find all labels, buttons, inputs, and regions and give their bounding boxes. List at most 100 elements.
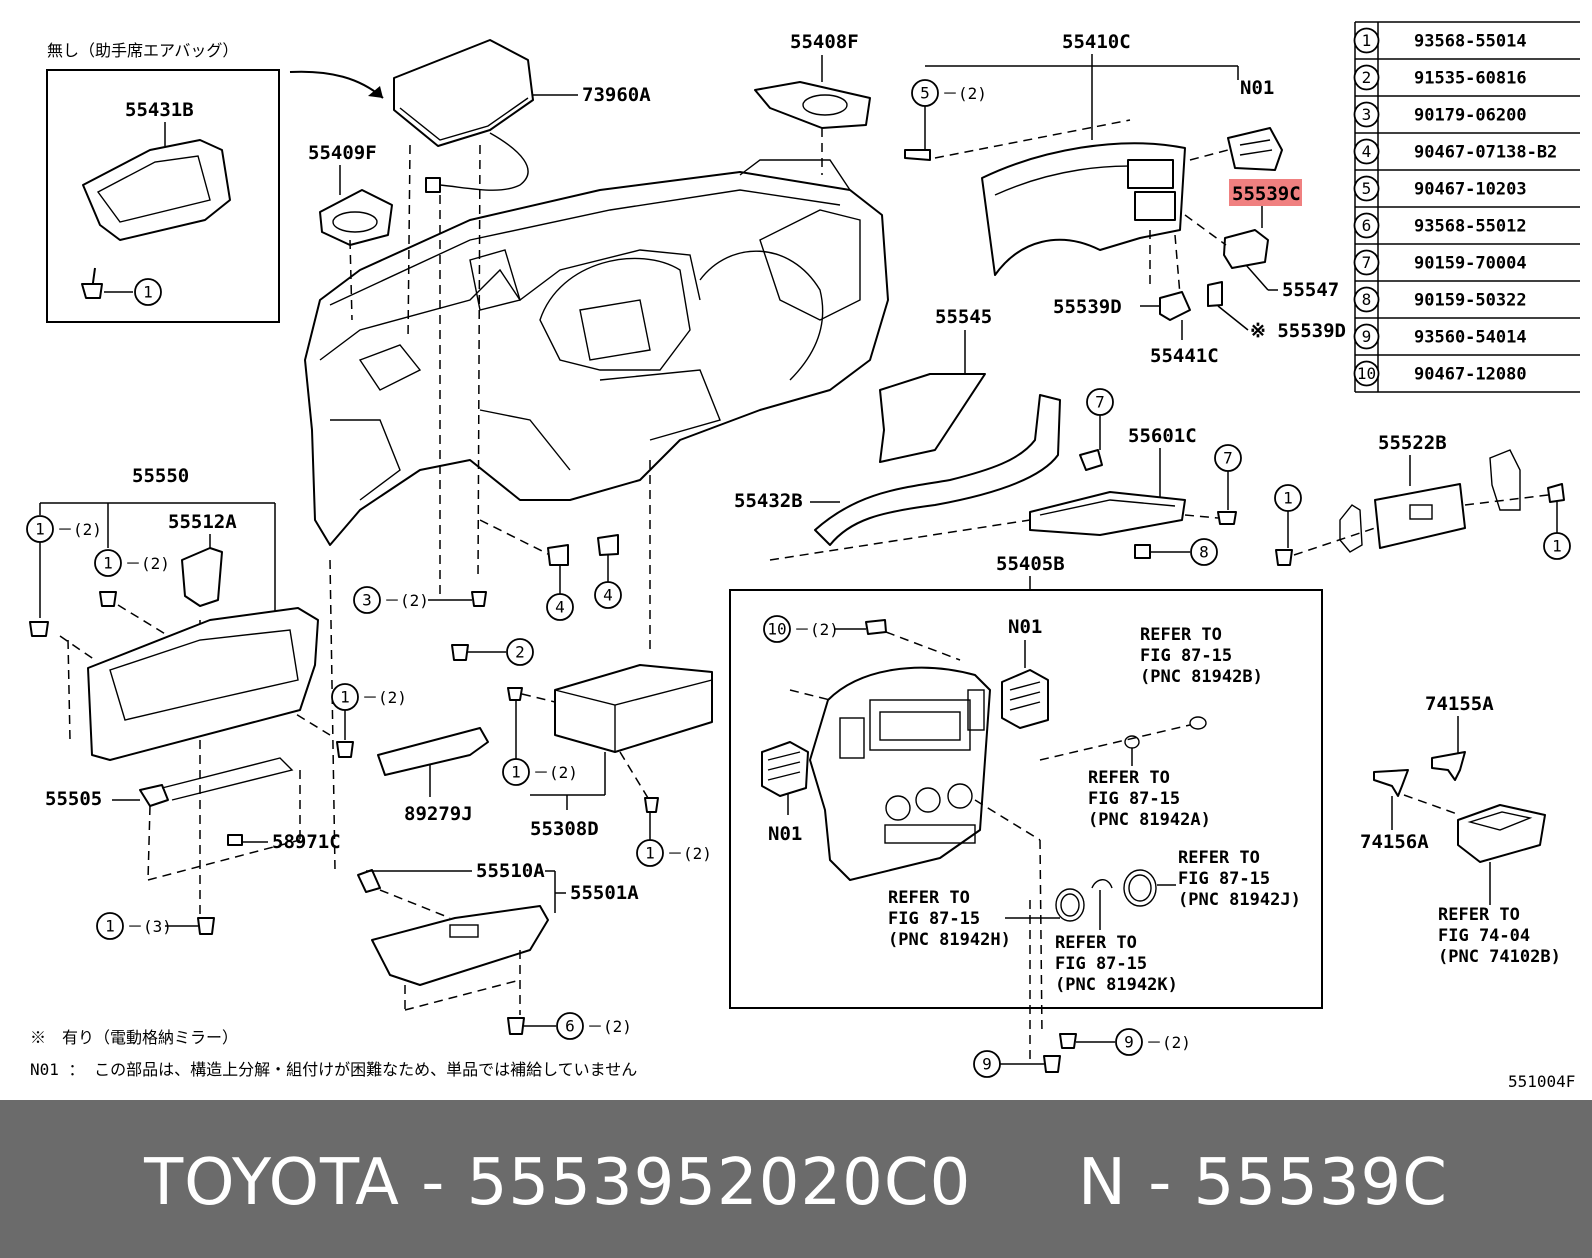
label-89279J: 89279J: [404, 803, 473, 825]
svg-text:－(2): －(2): [533, 763, 578, 782]
svg-text:－(2): －(2): [362, 688, 407, 707]
table-num: 7: [1362, 253, 1372, 272]
svg-text:7: 7: [1223, 449, 1233, 468]
table-part-number: 93568-55012: [1414, 217, 1527, 237]
parts-diagram: 無し（助手席エアバッグ） 55431B 1 73960A 55409F 5540…: [26, 21, 1580, 1091]
svg-text:4: 4: [555, 598, 565, 617]
svg-text:1: 1: [105, 917, 115, 936]
table-part-number: 93560-54014: [1414, 328, 1527, 348]
svg-text:(PNC 81942J): (PNC 81942J): [1178, 890, 1301, 910]
svg-text:5: 5: [920, 84, 930, 103]
table-num: 8: [1362, 290, 1372, 309]
refer-81942J: REFER TO FIG 87-15 (PNC 81942J): [1178, 848, 1301, 910]
glovebox-door-shape: [87, 607, 319, 761]
svg-text:10: 10: [767, 620, 786, 639]
table-num-circle: [1353, 138, 1380, 165]
svg-text:1: 1: [1283, 489, 1293, 508]
svg-text:1: 1: [511, 763, 521, 782]
figure-code: 551004F: [1508, 1072, 1575, 1091]
footer-part-number: 5553952020C0: [466, 1146, 972, 1220]
svg-text:－(2): －(2): [57, 520, 102, 539]
svg-text:9: 9: [982, 1055, 992, 1074]
label-58971C: 58971C: [272, 831, 341, 853]
label-55601C: 55601C: [1128, 425, 1197, 447]
label-55512A: 55512A: [168, 511, 237, 533]
table-num: 6: [1362, 216, 1372, 235]
svg-text:7: 7: [1095, 393, 1105, 412]
label-55510A: 55510A: [476, 860, 545, 882]
part-55308D-shape: [554, 664, 713, 753]
table-part-number: 90159-70004: [1414, 254, 1527, 274]
svg-text:1: 1: [340, 688, 350, 707]
label-55539D-mark: ※ 55539D: [1250, 320, 1346, 342]
refer-74102B: REFER TO FIG 74-04 (PNC 74102B): [1438, 905, 1561, 967]
svg-text:－(2): －(2): [384, 591, 429, 610]
svg-text:REFER TO: REFER TO: [1438, 905, 1520, 925]
svg-text:1: 1: [645, 844, 655, 863]
svg-text:1: 1: [35, 520, 45, 539]
label-55505: 55505: [45, 788, 102, 810]
part-55501A-shape: [371, 905, 549, 986]
label-55550: 55550: [132, 465, 189, 487]
svg-text:(PNC 81942K): (PNC 81942K): [1055, 975, 1178, 995]
label-55432B: 55432B: [734, 490, 803, 512]
refer-81942H: REFER TO FIG 87-15 (PNC 81942H): [888, 888, 1011, 950]
part-N01-left-shape: [761, 741, 809, 797]
part-55539C-shape: [1223, 229, 1269, 269]
refer-81942K: REFER TO FIG 87-15 (PNC 81942K): [1055, 933, 1178, 995]
svg-text:REFER TO: REFER TO: [1178, 848, 1260, 868]
table-num-circle: [1353, 212, 1380, 239]
no-airbag-inset-box: [46, 69, 280, 323]
instrument-panel-frame: [304, 171, 889, 546]
part-74156A-shape: [1373, 769, 1409, 797]
svg-text:1: 1: [103, 554, 113, 573]
table-num: 9: [1362, 327, 1372, 346]
label-55441C: 55441C: [1150, 345, 1219, 367]
label-55408F: 55408F: [790, 31, 859, 53]
svg-text:－(2): －(2): [667, 844, 712, 863]
part-55432B-shape: [814, 394, 1061, 546]
center-cluster-shape: [809, 666, 991, 881]
label-55431B: 55431B: [125, 99, 194, 121]
table-num: 10: [1357, 364, 1376, 383]
part-55522B-shape: [1374, 483, 1466, 549]
footer-pnc: N - 55539C: [1078, 1146, 1448, 1220]
refer-81942B: REFER TO FIG 87-15 (PNC 81942B): [1140, 625, 1263, 687]
table-part-number: 90159-50322: [1414, 291, 1527, 311]
label-55308D: 55308D: [530, 818, 599, 840]
table-num: 2: [1362, 68, 1372, 87]
svg-text:－(2): －(2): [587, 1017, 632, 1036]
label-55547: 55547: [1282, 279, 1339, 301]
table-part-number: 90467-07138-B2: [1414, 143, 1557, 163]
table-num-circle: [1353, 249, 1380, 276]
svg-text:FIG 87-15: FIG 87-15: [888, 909, 980, 929]
svg-text:1: 1: [1552, 537, 1562, 556]
part-55601C-shape: [1029, 491, 1186, 536]
svg-text:FIG 87-15: FIG 87-15: [1140, 646, 1232, 666]
svg-text:－(2): －(2): [1146, 1033, 1191, 1052]
svg-text:(PNC 81942A): (PNC 81942A): [1088, 810, 1211, 830]
table-part-number: 93568-55014: [1414, 32, 1527, 52]
svg-text:(PNC 81942B): (PNC 81942B): [1140, 667, 1263, 687]
label-N01-top: N01: [1240, 77, 1274, 99]
label-N01-mid: N01: [1008, 616, 1042, 638]
label-55539D: 55539D: [1053, 296, 1122, 318]
label-55501A: 55501A: [570, 882, 639, 904]
center-cluster-inset-box: [729, 589, 1323, 1009]
svg-text:6: 6: [565, 1017, 575, 1036]
svg-text:REFER TO: REFER TO: [1055, 933, 1137, 953]
label-55409F: 55409F: [308, 142, 377, 164]
table-num-circle: [1353, 175, 1380, 202]
footer-bar: TOYOTA - 5553952020C0 N - 55539C: [0, 1100, 1592, 1258]
svg-text:FIG 87-15: FIG 87-15: [1088, 789, 1180, 809]
svg-text:REFER TO: REFER TO: [888, 888, 970, 908]
part-73960A-shape: [393, 39, 534, 147]
table-part-number: 90467-10203: [1414, 180, 1527, 200]
label-55522B: 55522B: [1378, 432, 1447, 454]
part-74155A-shape: [1431, 751, 1466, 781]
label-55539C: 55539C: [1232, 183, 1301, 205]
table-num-circle: [1353, 323, 1380, 350]
refer-81942A: REFER TO FIG 87-15 (PNC 81942A): [1088, 768, 1211, 830]
footer-caption: TOYOTA - 5553952020C0 N - 55539C: [144, 1146, 1448, 1220]
